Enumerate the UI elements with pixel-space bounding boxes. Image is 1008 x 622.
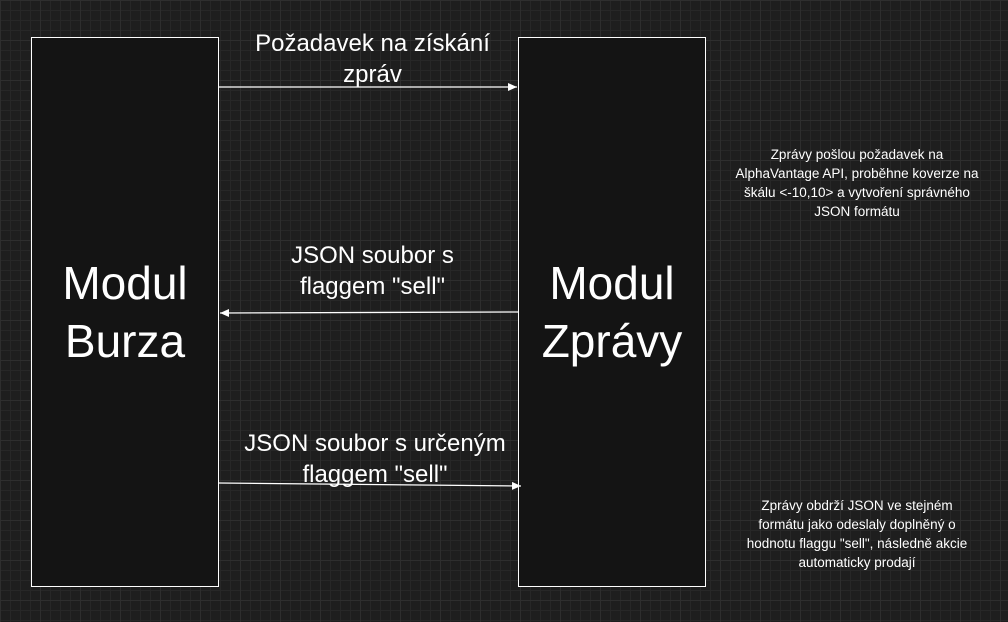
modul-burza-label: Modul Burza	[62, 257, 188, 367]
request-edge-label: Požadavek na získání zpráv	[255, 30, 490, 88]
modul-burza-box[interactable]: Modul Burza	[31, 37, 219, 587]
json-response-arrow[interactable]	[219, 308, 519, 317]
note-alphavantage: Zprávy pošlou požadavek na AlphaVantage …	[735, 147, 979, 219]
modul-zpravy-label: Modul Zprávy	[541, 257, 683, 367]
note-sell-flag: Zprávy obdrží JSON ve stejném formátu ja…	[746, 498, 968, 570]
json-return-arrow[interactable]	[218, 481, 522, 490]
modul-zpravy-box[interactable]: Modul Zprávy	[518, 37, 706, 587]
json-response-edge-label: JSON soubor s flaggem "sell"	[291, 242, 454, 300]
json-return-edge-label: JSON soubor s určeným flaggem "sell"	[244, 430, 506, 488]
